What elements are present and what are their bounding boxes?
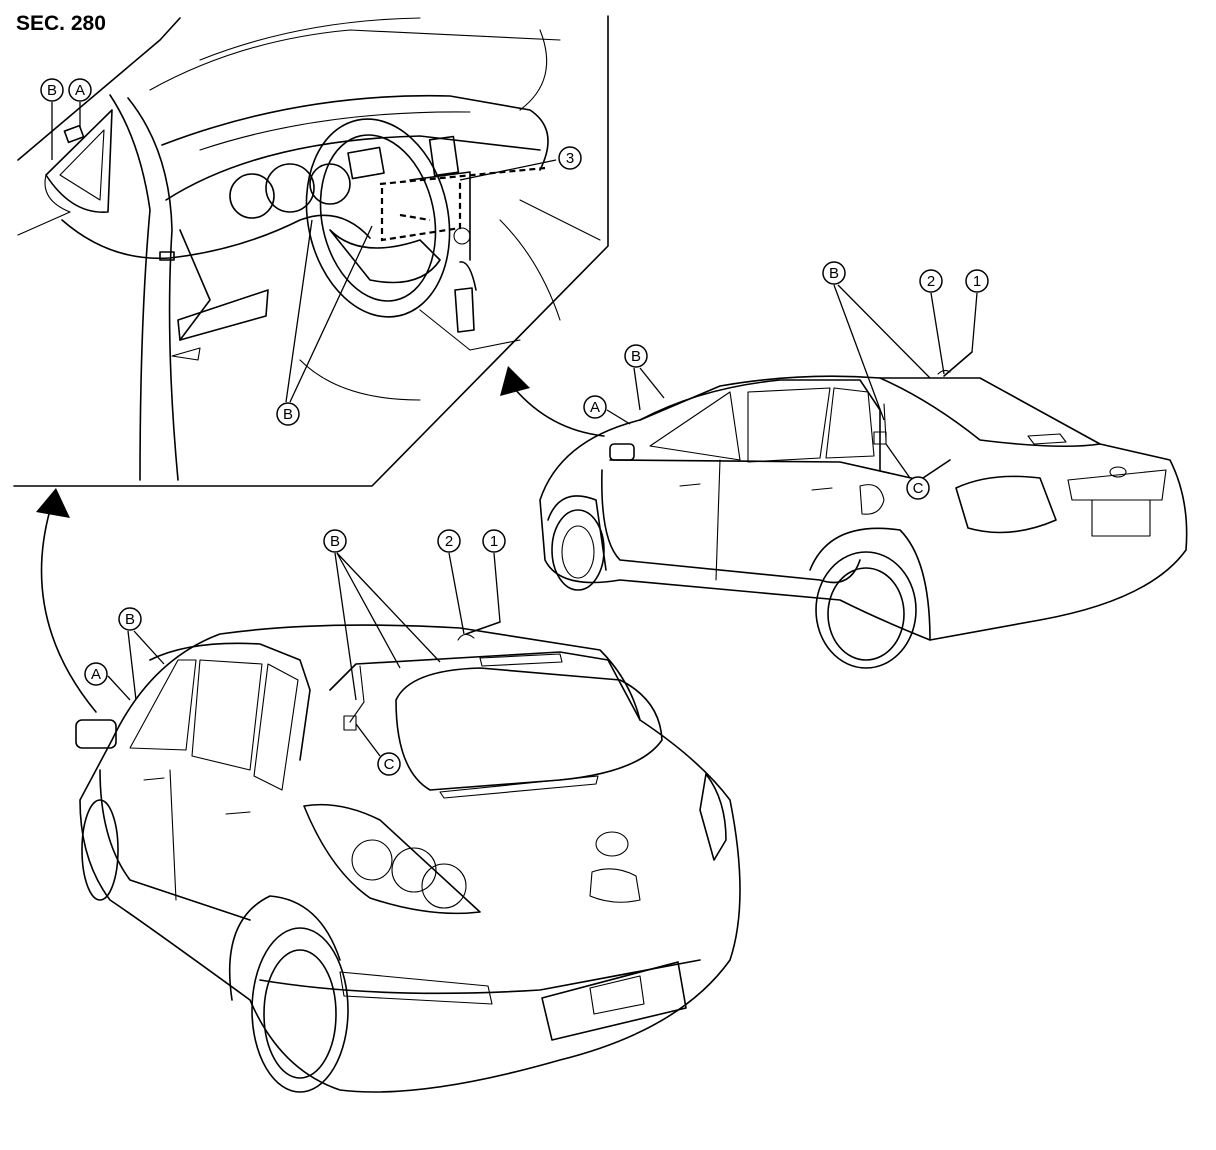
hatchback-callout-b: B bbox=[118, 607, 142, 631]
callout-circle bbox=[118, 607, 142, 631]
callout-circle bbox=[437, 529, 461, 553]
callout-circle bbox=[377, 752, 401, 776]
callout-label: C bbox=[913, 480, 924, 497]
callout-circle bbox=[84, 662, 108, 686]
hatchback-callout-b: B bbox=[323, 529, 347, 553]
callout-circle bbox=[276, 402, 300, 426]
hatchback-antenna-rod bbox=[465, 621, 501, 635]
callout-circle bbox=[965, 269, 989, 293]
callout-label: A bbox=[91, 666, 101, 683]
arrow-hatchback-to-inset bbox=[36, 488, 97, 713]
callout-circle bbox=[583, 395, 607, 419]
sedan-callout-c: C bbox=[906, 476, 930, 500]
hatchback-callout-2: 2 bbox=[437, 529, 461, 553]
callout-circle bbox=[822, 261, 846, 285]
hatchback-badge bbox=[595, 831, 629, 857]
callout-label: 3 bbox=[566, 150, 574, 167]
callout-label: B bbox=[829, 265, 839, 282]
hatchback-callout-a: A bbox=[84, 662, 108, 686]
sedan-callout-b: B bbox=[624, 344, 648, 368]
hatchback-callout-c: C bbox=[377, 752, 401, 776]
callout-label: C bbox=[384, 756, 395, 773]
sedan-callout-b: B bbox=[822, 261, 846, 285]
inset-callout-b: B bbox=[40, 78, 64, 102]
inset-callout-a: A bbox=[68, 78, 92, 102]
callout-label: 1 bbox=[973, 273, 981, 290]
callout-label: B bbox=[330, 533, 340, 550]
callout-label: 1 bbox=[490, 533, 498, 550]
callout-label: 2 bbox=[445, 533, 453, 550]
callout-label: 2 bbox=[927, 273, 935, 290]
inset-callout-3: 3 bbox=[558, 146, 582, 170]
hatchback-rear-window bbox=[395, 667, 663, 791]
callout-circle bbox=[624, 344, 648, 368]
sedan-rear-wheel bbox=[815, 551, 917, 669]
callout-label: A bbox=[75, 82, 85, 99]
antenna-connector-a bbox=[63, 124, 85, 144]
hatchback-callout-1: 1 bbox=[482, 529, 506, 553]
callout-label: B bbox=[631, 348, 641, 365]
callout-circle bbox=[919, 269, 943, 293]
arrow-sedan-to-inset bbox=[500, 366, 605, 437]
sedan-antenna-rod bbox=[943, 351, 973, 377]
callout-circle bbox=[40, 78, 64, 102]
callout-circle bbox=[68, 78, 92, 102]
antenna-feeder-cable bbox=[379, 166, 546, 242]
callout-circle bbox=[482, 529, 506, 553]
hatchback-rear-wheel bbox=[251, 927, 349, 1093]
callout-label: A bbox=[590, 399, 600, 416]
inset-frame bbox=[13, 15, 609, 487]
sedan-callout-2: 2 bbox=[919, 269, 943, 293]
instrument-panel-inset bbox=[13, 15, 609, 487]
steering-wheel bbox=[305, 118, 451, 318]
callout-label: B bbox=[125, 611, 135, 628]
callout-circle bbox=[323, 529, 347, 553]
callout-circle bbox=[558, 146, 582, 170]
inset-callout-b: B bbox=[276, 402, 300, 426]
callout-label: B bbox=[47, 82, 57, 99]
callout-circle bbox=[906, 476, 930, 500]
sedan-vehicle bbox=[539, 284, 1188, 669]
callout-label: B bbox=[283, 406, 293, 423]
sedan-callout-1: 1 bbox=[965, 269, 989, 293]
sedan-callout-a: A bbox=[583, 395, 607, 419]
hatchback-vehicle bbox=[75, 552, 741, 1093]
section-label: SEC. 280 bbox=[16, 12, 106, 35]
